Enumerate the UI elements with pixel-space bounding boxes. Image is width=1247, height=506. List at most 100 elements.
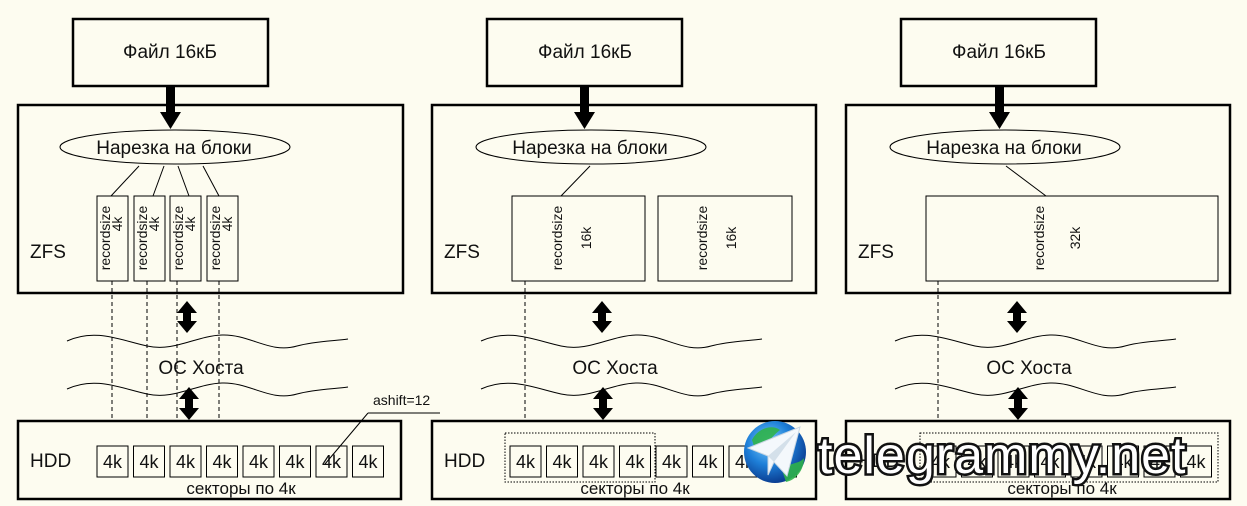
sector-label: 4k	[249, 452, 269, 472]
wave-line	[480, 334, 763, 349]
sector-cell: 4k	[242, 445, 275, 478]
sector-cell: 4k	[1180, 445, 1212, 478]
record-label: recordsize	[134, 206, 150, 271]
watermark-text: telegrammy.net	[818, 427, 1187, 485]
sector-cell: 4k	[206, 445, 238, 478]
sector-label: 4k	[552, 452, 572, 472]
bidirectional-arrow-icon	[179, 387, 199, 420]
record-block: recordsize 4k	[206, 195, 239, 282]
file-box: Файл 16кБ	[71, 17, 270, 88]
record-block: recordsize 4k	[169, 195, 202, 282]
sector-row: 4k 4k 4k 4k 4k 4k 4k 4k	[96, 445, 384, 478]
panel-recordsize-4k: Файл 16кБ Нарезка на блоки ZFS recordsiz…	[16, 17, 440, 501]
sector-label: 4k	[625, 452, 645, 472]
zfs-label: ZFS	[444, 242, 480, 263]
record-block: recordsize 4k	[96, 195, 129, 282]
file-label: Файл 16кБ	[123, 42, 217, 63]
sector-cell: 4k	[692, 445, 724, 478]
record-block: recordsize 4k	[133, 195, 166, 282]
wave-line	[894, 334, 1177, 349]
file-box: Файл 16кБ	[485, 17, 684, 88]
file-box: Файл 16кБ	[899, 17, 1098, 88]
ashift-label: ashift=12	[373, 392, 430, 408]
record-size: 4k	[219, 216, 235, 232]
sector-label: 4k	[176, 452, 196, 472]
record-label: recordsize	[549, 206, 565, 271]
host-os-label: ОС Хоста	[158, 358, 244, 379]
sectors-caption: секторы по 4к	[580, 479, 690, 498]
chunking-ellipse: Нарезка на блоки	[59, 129, 291, 165]
record-size: 16k	[723, 226, 739, 250]
record-label: recordsize	[1031, 206, 1047, 271]
record-label: recordsize	[694, 206, 710, 271]
sectors-caption: секторы по 4к	[186, 479, 296, 498]
file-label: Файл 16кБ	[952, 42, 1046, 63]
record-size: 4k	[109, 216, 125, 232]
sector-cell: 4k	[582, 445, 615, 478]
sector-label: 4k	[285, 452, 305, 472]
sector-label: 4k	[698, 452, 718, 472]
sector-cell: 4k	[655, 445, 688, 478]
sector-label: 4k	[1004, 452, 1024, 472]
panel-recordsize-16k: Файл 16кБ Нарезка на блоки ZFS recordsiz…	[430, 17, 818, 501]
record-block: recordsize 32k	[925, 195, 1219, 282]
host-os-label: ОС Хоста	[572, 358, 658, 379]
mapping-lines	[111, 281, 228, 449]
sector-cell: 4k	[279, 445, 311, 478]
sector-label: 4k	[516, 452, 536, 472]
sector-cell: 4k	[961, 445, 993, 478]
sector-label: 4k	[1150, 452, 1170, 472]
sector-cell: 4k	[133, 445, 165, 478]
hdd-label: HDD	[444, 451, 485, 472]
record-label: recordsize	[170, 206, 186, 271]
record-size: 32k	[1067, 226, 1083, 250]
telegram-globe-icon	[744, 421, 806, 483]
sector-label: 4k	[1077, 452, 1097, 472]
sector-label: 4k	[1186, 452, 1206, 472]
bidirectional-arrow-icon	[1007, 301, 1027, 333]
sector-cell: 4k	[315, 445, 348, 478]
record-label: recordsize	[207, 206, 223, 271]
chunking-label: Нарезка на блоки	[96, 138, 251, 159]
sector-label: 4k	[931, 452, 951, 472]
chunking-ellipse: Нарезка на блоки	[889, 129, 1121, 165]
record-size: 16k	[578, 226, 594, 250]
record-mapping-outline	[504, 432, 656, 483]
sectors-caption: секторы по 4к	[1007, 479, 1117, 498]
host-os-label: ОС Хоста	[986, 358, 1072, 379]
record-mapping-outline	[919, 432, 1219, 483]
sector-label: 4k	[103, 452, 123, 472]
hdd-label: HDD	[30, 451, 71, 472]
sector-cell: 4k	[96, 445, 129, 478]
sector-label: 4k	[358, 452, 378, 472]
bidirectional-arrow-icon	[593, 387, 613, 420]
record-size: 4k	[182, 216, 198, 232]
bidirectional-arrow-icon	[1008, 387, 1028, 420]
sector-cell: 4k	[1107, 445, 1139, 478]
sector-cell: 4k	[169, 445, 202, 478]
wave-line	[66, 382, 349, 397]
record-block: recordsize 16k	[511, 195, 646, 282]
sector-cell: 4k	[509, 445, 542, 478]
zfs-label: ZFS	[858, 242, 894, 263]
sector-label: 4k	[1113, 452, 1133, 472]
record-size: 4k	[146, 216, 162, 232]
sector-label: 4k	[662, 452, 682, 472]
bidirectional-arrow-icon	[592, 301, 612, 333]
file-label: Файл 16кБ	[538, 42, 632, 63]
sector-cell: 4k	[924, 445, 957, 478]
hdd-label: HDD	[858, 451, 899, 472]
panel-recordsize-32k: Файл 16кБ Нарезка на блоки ZFS recordsiz…	[844, 17, 1232, 501]
zfs-label: ZFS	[30, 242, 66, 263]
sector-cell: 4k	[1143, 445, 1176, 478]
chunking-label: Нарезка на блоки	[926, 138, 1081, 159]
sector-cell: 4k	[1070, 445, 1103, 478]
sector-label: 4k	[322, 452, 342, 472]
chunking-label: Нарезка на блоки	[512, 138, 667, 159]
wave-line	[66, 334, 349, 349]
record-label: recordsize	[97, 206, 113, 271]
sector-cell: 4k	[352, 445, 384, 478]
sector-cell: 4k	[619, 445, 651, 478]
